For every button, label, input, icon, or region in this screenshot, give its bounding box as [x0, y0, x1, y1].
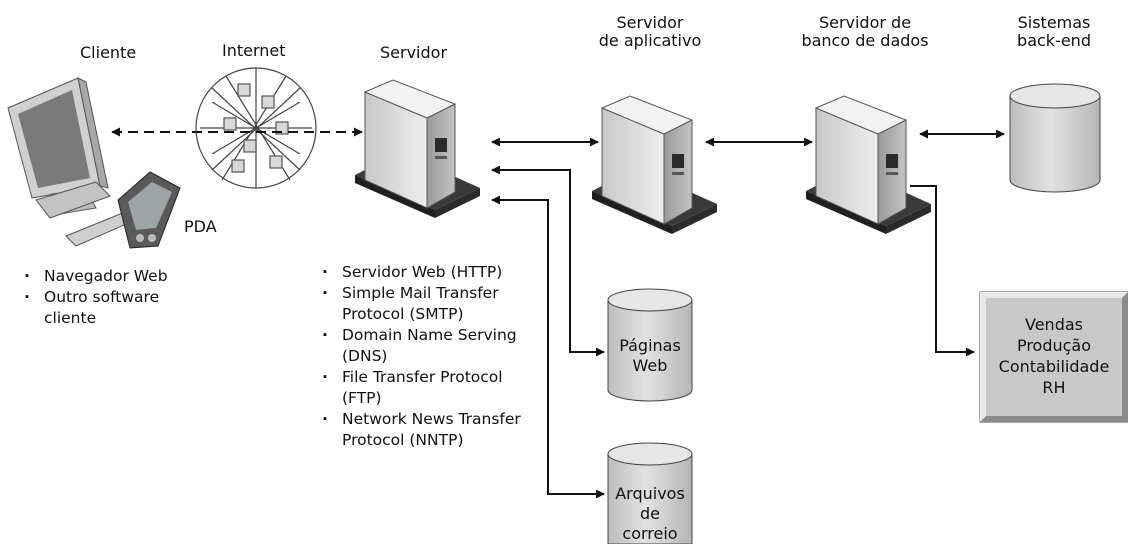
backend-systems-box: [979, 291, 1128, 423]
backend-cylinder-icon: [1009, 83, 1101, 193]
server-label: Servidor: [380, 43, 448, 62]
pda-label: PDA: [184, 217, 217, 236]
mail-cylinder-icon: [607, 442, 693, 544]
list-item: Servidor Web (HTTP): [322, 262, 534, 283]
list-item: File Transfer Protocol (FTP): [322, 367, 534, 409]
network-globe-icon: [195, 67, 317, 189]
client-label: Cliente: [80, 43, 137, 62]
list-item: Navegador Web: [24, 266, 194, 287]
client-software-list: Navegador Web Outro software cliente: [24, 266, 194, 329]
list-item: Outro software cliente: [24, 287, 194, 329]
app-server-tower-icon: [591, 95, 718, 235]
web-pages-cylinder-icon: [607, 288, 693, 402]
db-server-tower-icon: [805, 95, 932, 235]
monitor-icon: [7, 77, 141, 247]
list-item: Simple Mail Transfer Protocol (SMTP): [322, 283, 534, 325]
server-tower-icon: [354, 79, 481, 219]
list-item: Network News Transfer Protocol (NNTP): [322, 409, 534, 451]
list-item: Domain Name Serving (DNS): [322, 325, 534, 367]
connectors: [111, 127, 1005, 499]
pda-icon: [117, 171, 181, 249]
internet-label: Internet: [222, 41, 286, 60]
server-services-list: Servidor Web (HTTP) Simple Mail Transfer…: [322, 262, 534, 451]
